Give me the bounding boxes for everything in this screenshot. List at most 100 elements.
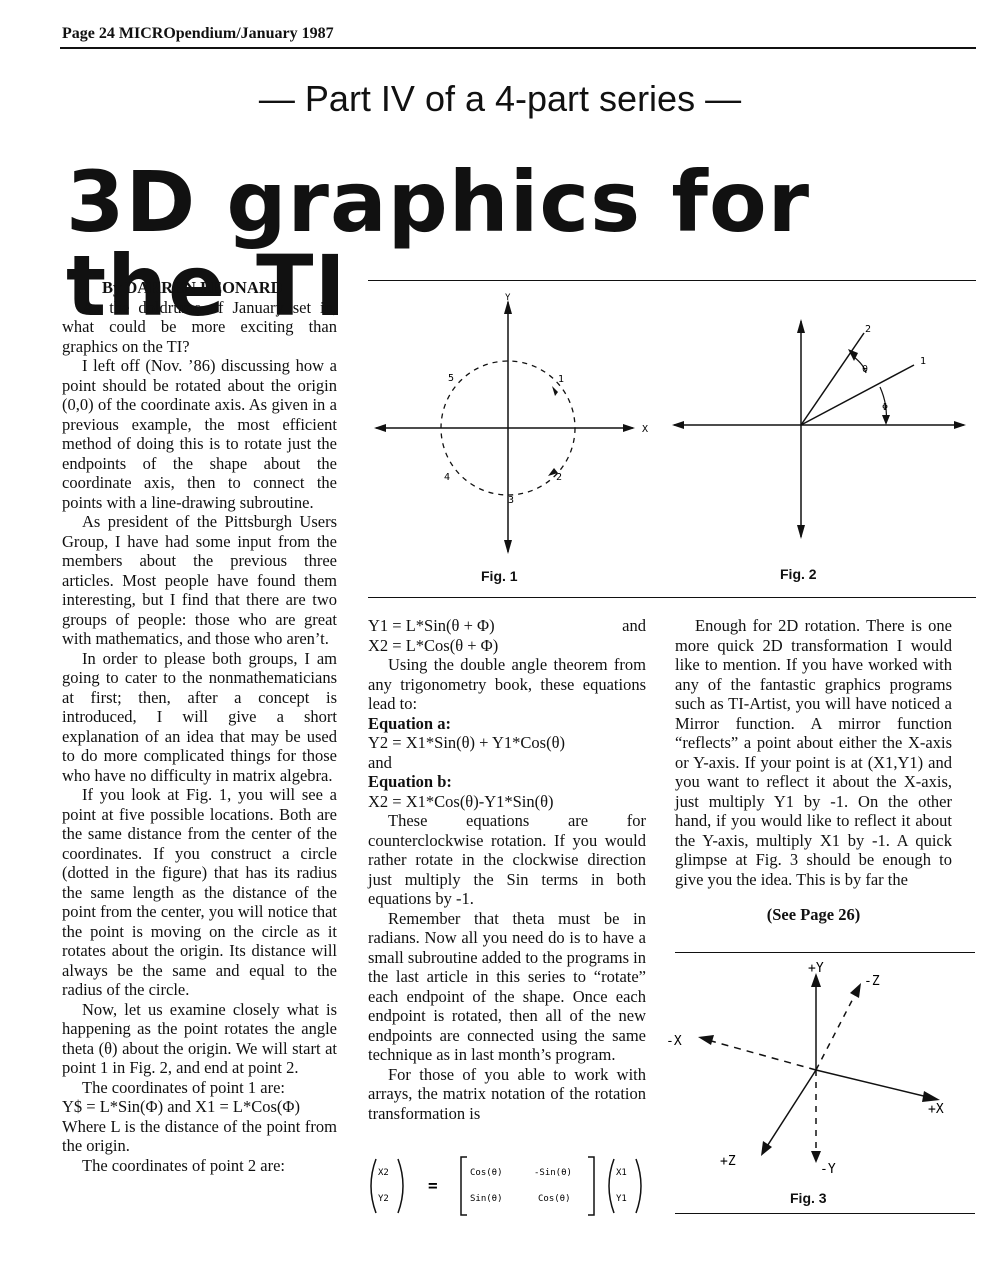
- fig3-plus-y-arrow: [811, 973, 821, 987]
- fig1-y-label: Y: [505, 293, 511, 303]
- fig3-plus-x-arrow: [922, 1091, 940, 1102]
- fig3-label: +Z: [720, 1154, 736, 1169]
- paragraph: If you look at Fig. 1, you will see a po…: [62, 785, 337, 999]
- fig2-diagram: 2 1 θ Φ: [672, 319, 966, 539]
- fig1-point-1-arrow: [552, 386, 558, 396]
- paragraph: Where L is the distance of the point fro…: [62, 1116, 337, 1156]
- paragraph: Remember that theta must be in radians. …: [368, 908, 646, 1065]
- fig3-label: +X: [928, 1102, 944, 1117]
- fig3-plus-z-arrow: [761, 1141, 772, 1156]
- matrix-bracket-right: [588, 1156, 595, 1216]
- rhs-paren-right: [635, 1158, 642, 1214]
- equation-heading: Equation a:: [368, 713, 451, 733]
- fig2-phi-arrow: [882, 415, 890, 425]
- paragraph: In order to please both groups, I am goi…: [62, 648, 337, 785]
- column-1: By DARREN LEONARD As the doldrums of Jan…: [62, 278, 337, 1175]
- equation: X2 = X1*Cos(θ)-Y1*Sin(θ): [368, 791, 554, 811]
- fig2-theta-label: θ: [862, 364, 868, 375]
- fig1-caption: Fig. 1: [481, 568, 518, 584]
- fig1-diagram: X Y 1 2 3 4 5: [374, 293, 648, 554]
- fig3-label: +Y: [808, 961, 824, 976]
- matrix-bracket-left: [460, 1156, 467, 1216]
- fig2-phi-label: Φ: [882, 402, 888, 413]
- paragraph: Using the double angle theorem from any …: [368, 655, 646, 713]
- fig3-plus-z-axis: [763, 1069, 817, 1152]
- fig1-dotted-circle: [440, 360, 576, 496]
- fig1-y-arrow-down: [504, 540, 512, 554]
- fig2-y-arrow-up: [797, 319, 805, 333]
- column-2: Y1 = L*Sin(θ + Φ) and X2 = L*Cos(θ + Φ) …: [368, 616, 646, 1123]
- fig3-bottom-rule: [675, 1213, 975, 1214]
- lhs-paren-left: [370, 1158, 377, 1214]
- fig3-minus-z-arrow: [850, 983, 861, 998]
- fig3-diagram: +Y -Z -X +X +Z -Y: [666, 961, 944, 1177]
- fig3-label: -Z: [864, 974, 880, 989]
- fig3-minus-z-axis: [815, 988, 859, 1071]
- matrix-lhs: X2: [378, 1168, 389, 1178]
- equation: Y2 = X1*Sin(θ) + Y1*Cos(θ): [368, 733, 565, 752]
- fig3-label: -X: [666, 1034, 682, 1049]
- paragraph: I left off (Nov. ’86) discussing how a p…: [62, 356, 337, 512]
- equation: X2 = L*Cos(θ + Φ): [368, 635, 499, 655]
- lhs-paren-right: [397, 1158, 404, 1214]
- figure-top-rule: [368, 280, 976, 281]
- equation-row: Y1 = L*Sin(θ + Φ) and: [368, 616, 646, 636]
- fig3-minus-y-arrow: [811, 1151, 821, 1163]
- fig1-x-arrow-left: [374, 424, 386, 432]
- matrix-cell: -Sin(θ): [534, 1168, 572, 1178]
- fig3-caption: Fig. 3: [790, 1190, 827, 1206]
- fig3-plus-x-axis: [815, 1069, 937, 1100]
- fig1-x-arrow-right: [623, 424, 635, 432]
- fig2-y-arrow-down: [797, 525, 805, 539]
- column-3: Enough for 2D rotation. There is one mor…: [675, 616, 952, 925]
- header-rule: [60, 47, 976, 49]
- fig3-label: -Y: [820, 1162, 836, 1177]
- fig2-caption: Fig. 2: [780, 566, 817, 582]
- matrix-cell: Sin(θ): [470, 1194, 503, 1204]
- fig1-x-label: X: [642, 424, 648, 435]
- fig3-top-rule: [675, 952, 975, 953]
- figure-bottom-rule: [368, 597, 976, 598]
- matrix-cell: Cos(θ): [470, 1168, 503, 1178]
- paragraph: For those of you able to work with array…: [368, 1064, 646, 1123]
- connector-text: and: [368, 752, 392, 772]
- byline: By DARREN LEONARD: [102, 278, 283, 297]
- paragraph: The coordinates of point 2 are:: [82, 1155, 285, 1175]
- paragraph: As president of the Pittsburgh Users Gro…: [62, 512, 337, 648]
- see-page-note: (See Page 26): [766, 905, 861, 924]
- matrix-lhs: Y2: [378, 1194, 389, 1204]
- matrix-rhs: Y1: [616, 1194, 627, 1204]
- fig1-point-label: 1: [558, 374, 564, 385]
- equation-and: and: [622, 616, 646, 635]
- equation: Y$ = L*Sin(Φ) and X1 = L*Cos(Φ): [62, 1097, 300, 1116]
- fig1-point-label: 4: [444, 472, 450, 483]
- rhs-paren-left: [608, 1158, 615, 1214]
- paragraph: The coordinates of point 1 are:: [82, 1077, 285, 1097]
- fig1-y-arrow-up: [504, 300, 512, 314]
- article-title: 3D graphics for the TI: [66, 153, 811, 335]
- fig1-point-2-arrow: [548, 468, 558, 476]
- fig1-point-label: 5: [448, 373, 454, 384]
- page-header: Page 24 MICROpendium/January 1987: [62, 25, 334, 42]
- fig2-x-arrow-right: [954, 421, 966, 429]
- paragraph: Now, let us examine closely what is happ…: [62, 999, 337, 1078]
- fig2-theta-arrow: [848, 349, 858, 361]
- fig2-label: 2: [865, 324, 871, 335]
- paragraph: As the doldrums of January set in, what …: [62, 297, 337, 356]
- fig2-x-arrow-left: [672, 421, 684, 429]
- fig2-line-1: [800, 364, 915, 426]
- equation: Y1 = L*Sin(θ + Φ): [368, 616, 495, 635]
- matrix-equation: X2 Y2 = Cos(θ) -Sin(θ) Sin(θ) Cos(θ) X1 …: [370, 1156, 642, 1216]
- matrix-rhs: X1: [616, 1168, 627, 1178]
- fig2-line-2: [800, 332, 865, 426]
- fig1-point-label: 2: [556, 472, 562, 483]
- fig2-label: 1: [920, 356, 926, 367]
- matrix-cell: Cos(θ): [538, 1194, 571, 1204]
- fig3-minus-x-arrow: [698, 1035, 714, 1045]
- paragraph: Enough for 2D rotation. There is one mor…: [675, 616, 952, 889]
- equation-heading: Equation b:: [368, 772, 452, 791]
- series-line: — Part IV of a 4-part series —: [258, 78, 742, 119]
- matrix-equals: =: [428, 1176, 438, 1195]
- fig2-theta-arc: [853, 356, 867, 374]
- fig1-point-label: 3: [508, 495, 514, 506]
